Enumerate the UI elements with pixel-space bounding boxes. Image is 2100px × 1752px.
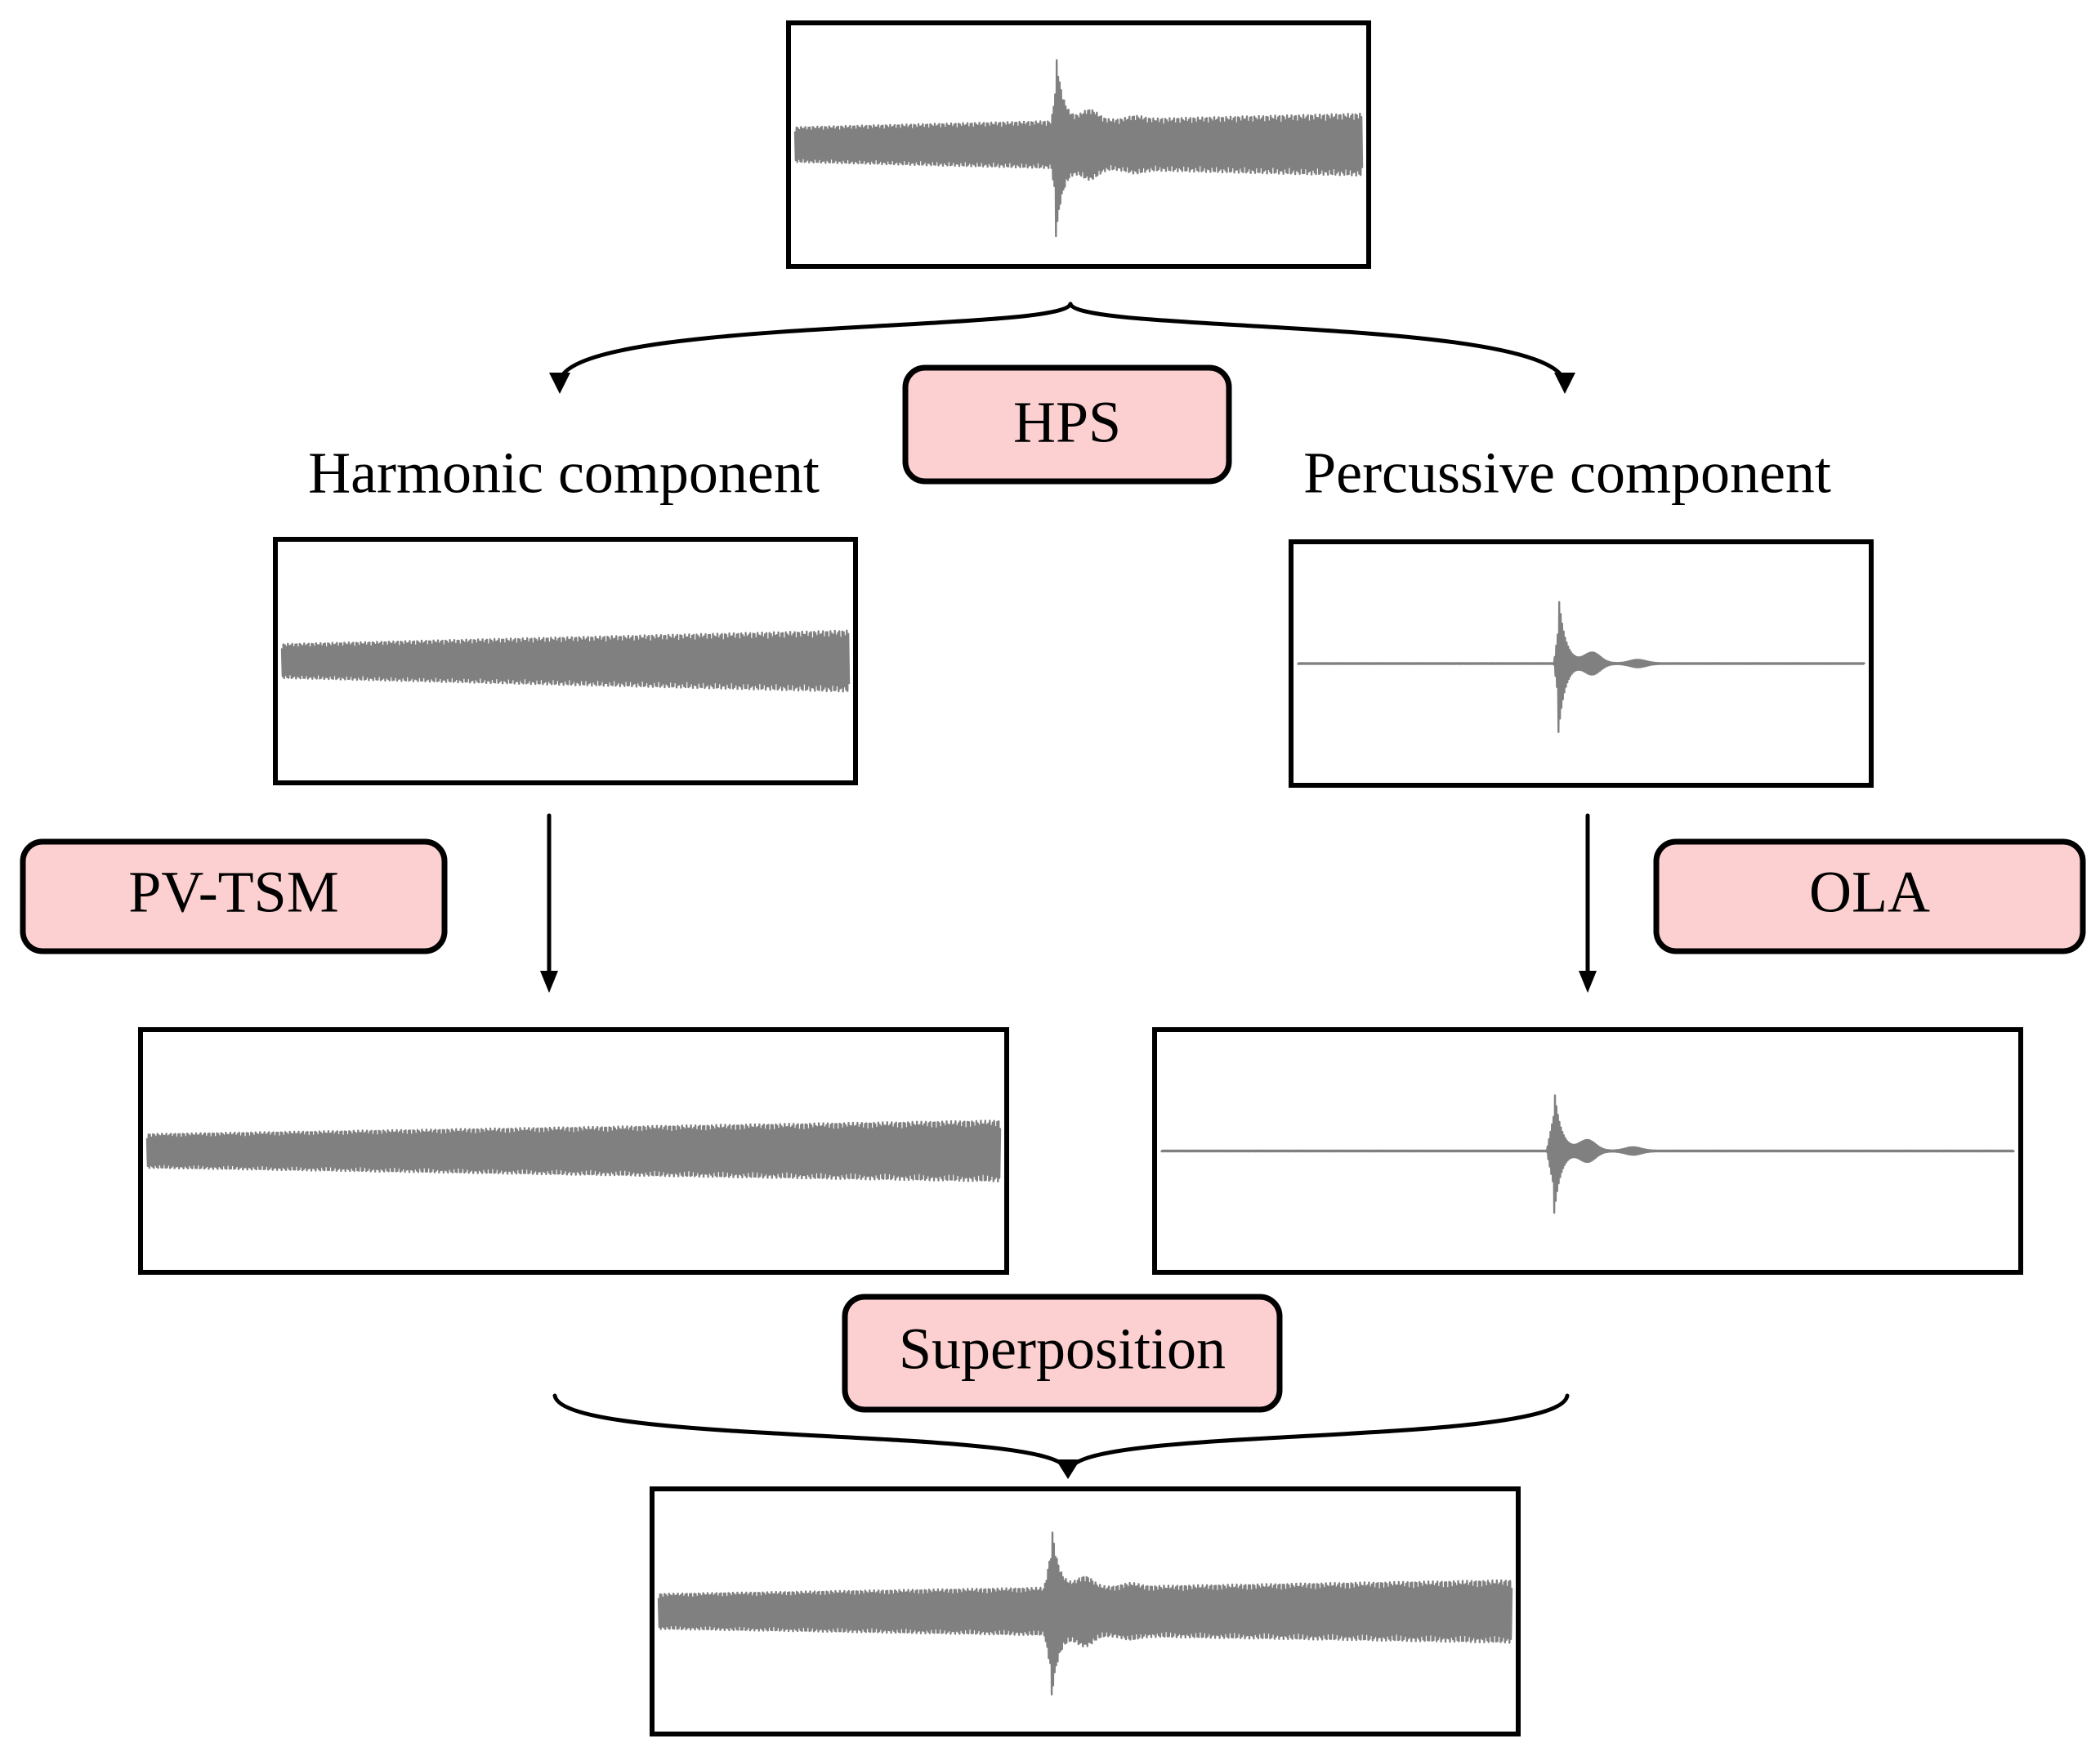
percussive-signal-panel <box>1289 539 1874 788</box>
stretched-harmonic-waveform <box>145 1120 1002 1182</box>
output-signal-panel <box>650 1486 1521 1736</box>
harmonic-down-arrow-head <box>540 971 558 993</box>
pv-tsm-step-label: PV-TSM <box>128 860 338 925</box>
split-curve-right <box>1068 302 1567 387</box>
superposition-step-label: Superposition <box>899 1316 1226 1382</box>
hps-step: HPS <box>902 364 1232 485</box>
ola-step-label: OLA <box>1809 860 1930 925</box>
merge-curve-left <box>552 1393 1069 1472</box>
pv-tsm-step: PV-TSM <box>20 838 448 954</box>
percussive-component-label: Percussive component <box>1303 440 1831 506</box>
ola-step: OLA <box>1653 838 2086 954</box>
stretched-percussive-waveform <box>1160 1094 2015 1214</box>
input-signal-panel <box>786 20 1371 269</box>
output-signal-waveform <box>657 1531 1513 1696</box>
superposition-step: Superposition <box>842 1294 1283 1413</box>
stretched-harmonic-panel <box>138 1027 1009 1275</box>
input-signal-waveform <box>793 59 1364 238</box>
percussive-down-arrow-head <box>1579 971 1597 993</box>
split-arrow-right-head <box>1554 373 1575 394</box>
merge-curve-right <box>1068 1393 1570 1472</box>
split-arrow-left-head <box>549 373 570 394</box>
merge-arrow-head <box>1056 1459 1080 1479</box>
hps-step-label: HPS <box>1013 390 1121 455</box>
stretched-percussive-panel <box>1152 1027 2023 1275</box>
harmonic-component-label: Harmonic component <box>308 440 820 506</box>
split-curve-left <box>557 302 1073 387</box>
percussive-signal-waveform <box>1297 601 1865 733</box>
harmonic-signal-waveform <box>280 629 851 693</box>
harmonic-signal-panel <box>273 537 858 785</box>
